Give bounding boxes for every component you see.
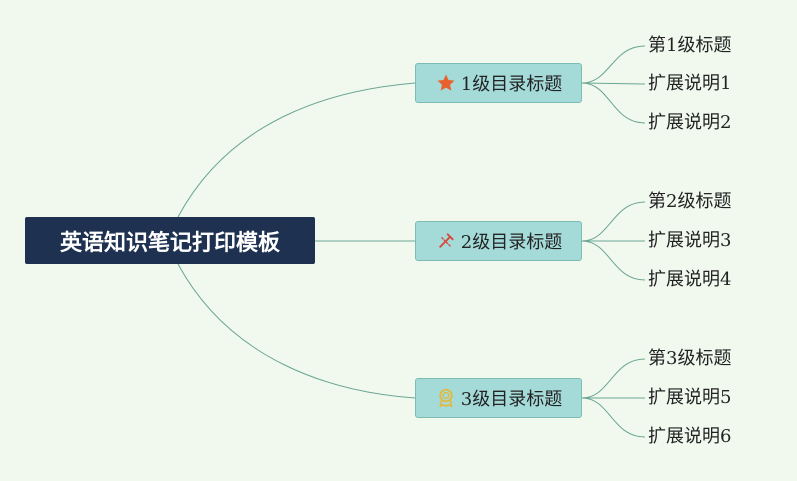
leaf-topic[interactable]: 第2级标题 <box>648 191 732 212</box>
star-icon <box>435 72 457 94</box>
branch-topic-1[interactable]: 1级目录标题 <box>415 63 582 103</box>
connector-root-branch-3 <box>177 263 416 399</box>
connector-b1-leaf-3 <box>581 82 646 124</box>
connector-b3-leaf-3 <box>581 397 646 438</box>
branch-topic-3-label: 3级目录标题 <box>460 389 563 410</box>
root-topic[interactable]: 英语知识笔记打印模板 <box>25 217 315 264</box>
leaf-topic[interactable]: 扩展说明4 <box>648 269 732 290</box>
connector-b2-leaf-1 <box>581 201 646 242</box>
medal-icon <box>435 387 457 409</box>
connector-b2-leaf-3 <box>581 240 646 281</box>
leaf-topic[interactable]: 扩展说明6 <box>648 426 732 447</box>
branch-topic-1-label: 1级目录标题 <box>460 74 563 95</box>
leaf-topic[interactable]: 第3级标题 <box>648 348 732 369</box>
branch-topic-2-label: 2级目录标题 <box>460 232 563 253</box>
connector-b1-leaf-1 <box>581 45 646 84</box>
branch-topic-3[interactable]: 3级目录标题 <box>415 378 582 418</box>
leaf-topic[interactable]: 扩展说明1 <box>648 73 732 94</box>
branch-topic-2[interactable]: 2级目录标题 <box>415 221 582 261</box>
connector-b3-leaf-1 <box>581 358 646 399</box>
root-topic-label: 英语知识笔记打印模板 <box>59 230 280 256</box>
connector-root-branch-1 <box>177 82 416 218</box>
leaf-topic[interactable]: 扩展说明2 <box>648 112 732 133</box>
leaf-topic[interactable]: 扩展说明5 <box>648 387 732 408</box>
tools-icon <box>435 230 457 252</box>
leaf-topic[interactable]: 扩展说明3 <box>648 230 732 251</box>
connector-b1-leaf-2 <box>581 82 646 85</box>
leaf-topic[interactable]: 第1级标题 <box>648 35 732 56</box>
